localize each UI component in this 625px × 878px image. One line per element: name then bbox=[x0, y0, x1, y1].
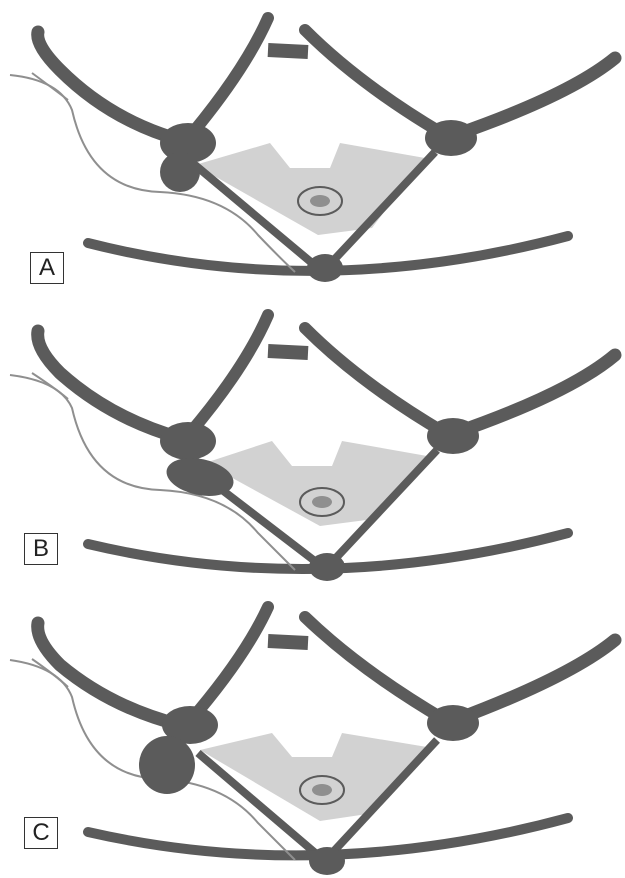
left-joint-node-lower bbox=[160, 152, 200, 192]
left-upper-strut bbox=[190, 18, 268, 136]
panel-label-c: C bbox=[24, 817, 58, 849]
right-joint-node bbox=[427, 705, 479, 741]
left-arch-bone bbox=[38, 623, 180, 725]
right-joint-node bbox=[427, 418, 479, 454]
left-arch-bone bbox=[38, 331, 180, 438]
panel-label-a: A bbox=[30, 252, 64, 284]
panel-b: B bbox=[0, 293, 625, 586]
top-connector bbox=[268, 351, 308, 353]
bottom-joint-node bbox=[309, 847, 345, 875]
left-upper-strut bbox=[190, 315, 268, 433]
panel-label-b: B bbox=[24, 533, 58, 565]
panel-a-drawing bbox=[0, 0, 625, 293]
enlarged-joint-node bbox=[139, 736, 195, 794]
right-upper-strut bbox=[305, 328, 445, 433]
right-upper-strut bbox=[305, 617, 445, 720]
top-connector bbox=[268, 50, 308, 52]
left-arch-bone bbox=[38, 32, 180, 140]
target-inner-dot bbox=[310, 195, 330, 207]
right-joint-node bbox=[425, 120, 477, 156]
target-inner-dot bbox=[312, 496, 332, 508]
right-arch-bone bbox=[455, 355, 615, 433]
panel-b-structure bbox=[10, 315, 615, 581]
panel-a: A bbox=[0, 0, 625, 293]
right-arch-bone bbox=[455, 58, 615, 135]
panel-a-structure bbox=[10, 18, 615, 282]
panel-b-drawing bbox=[0, 293, 625, 586]
panel-c-structure bbox=[10, 607, 615, 875]
bottom-joint-node bbox=[309, 553, 345, 581]
bottom-joint-node bbox=[307, 254, 343, 282]
top-connector bbox=[268, 641, 308, 643]
left-upper-strut bbox=[190, 607, 268, 721]
right-arch-bone bbox=[455, 640, 615, 720]
panel-c-drawing bbox=[0, 585, 625, 878]
target-inner-dot bbox=[312, 784, 332, 796]
panel-c: C bbox=[0, 585, 625, 878]
left-joint-node bbox=[160, 422, 216, 460]
right-upper-strut bbox=[305, 30, 445, 135]
